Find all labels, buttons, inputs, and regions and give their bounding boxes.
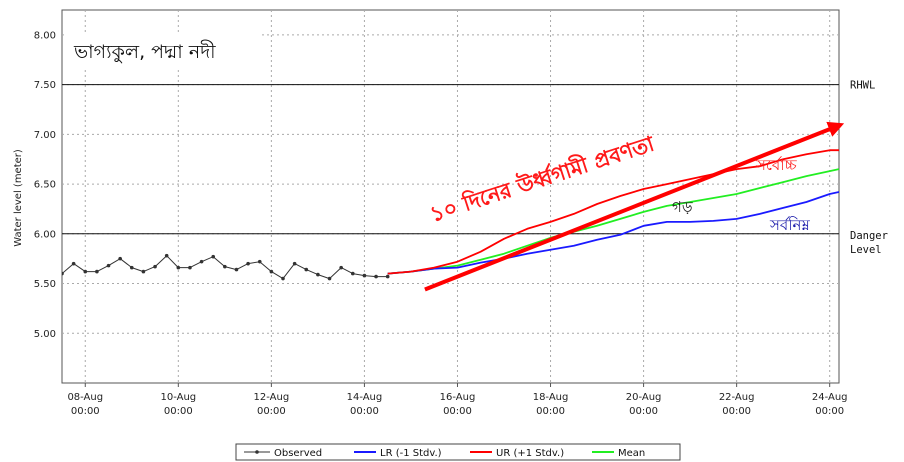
observed-point — [141, 269, 146, 274]
observed-point — [374, 274, 378, 279]
observed-point — [188, 265, 192, 270]
y-tick-label: 7.00 — [34, 130, 56, 141]
legend-item-lr: LR (-1 Stdv.) — [354, 448, 442, 459]
annotation-min: সর্বনিম্ন — [769, 216, 811, 234]
y-tick-label: 5.00 — [34, 329, 56, 340]
legend-item-ur: UR (+1 Stdv.) — [470, 448, 564, 459]
legend-label-observed: Observed — [274, 448, 322, 459]
legend-label-lr: LR (-1 Stdv.) — [380, 448, 442, 459]
x-tick-label-time: 00:00 — [722, 406, 751, 417]
observed-point — [153, 264, 157, 269]
observed-point — [292, 261, 297, 266]
trend-arrow — [424, 121, 845, 292]
observed-point — [62, 271, 64, 276]
reference-line-label-word: Danger — [850, 230, 888, 242]
observed-point — [211, 254, 216, 259]
observed-point — [269, 269, 274, 274]
x-tick-label-date: 16-Aug — [440, 392, 476, 403]
observed-point — [129, 265, 134, 270]
axis-ticks: 5.00 5.50 6.00 6.50 7.00 7.50 8.00 08-Aug 00:00 1… — [34, 30, 848, 417]
x-tick-label-date: 14-Aug — [347, 392, 383, 403]
x-tick-label-date: 18-Aug — [533, 392, 569, 403]
observed-point — [95, 269, 99, 274]
annotation-mean: গড় — [672, 198, 693, 216]
legend-item-observed: Observed — [244, 448, 322, 459]
observed-point — [257, 259, 262, 264]
observed-marker-icon — [255, 450, 259, 454]
x-tick-label-date: 22-Aug — [719, 392, 755, 403]
observed-point — [327, 276, 332, 281]
legend-item-mean: Mean — [592, 448, 645, 459]
observed-point — [281, 276, 285, 281]
y-tick-label: 6.50 — [34, 180, 56, 191]
x-tick-label-date: 20-Aug — [626, 392, 662, 403]
observed-point — [362, 273, 367, 278]
y-tick-label: 5.50 — [34, 279, 56, 290]
observed-point — [350, 271, 355, 276]
x-tick-label-time: 00:00 — [443, 406, 472, 417]
series-group — [62, 149, 839, 281]
observed-point — [71, 261, 76, 266]
observed-point — [316, 272, 320, 277]
chart-title: ভাগ্যকুল, পদ্মা নদী — [73, 40, 216, 63]
series-line-mean — [387, 168, 839, 275]
observed-point — [234, 267, 239, 272]
legend: Observed LR (-1 Stdv.) UR (+1 Stdv.) Mea… — [235, 443, 681, 461]
title-box — [64, 33, 260, 67]
observed-point — [118, 256, 122, 261]
x-tick-label-time: 00:00 — [815, 406, 844, 417]
reference-line-label: RHWL — [850, 80, 875, 92]
x-tick-label-time: 00:00 — [536, 406, 565, 417]
observed-point — [106, 263, 111, 268]
y-tick-label: 7.50 — [34, 80, 56, 91]
observed-point — [246, 261, 250, 266]
y-axis-label: Water level (meter) — [13, 149, 24, 247]
x-tick-label-date: 10-Aug — [160, 392, 196, 403]
legend-box — [235, 443, 681, 461]
y-tick-label: 6.00 — [34, 229, 56, 240]
x-tick-label-date: 24-Aug — [812, 392, 848, 403]
reference-line-label-word: Level — [850, 244, 882, 256]
y-tick-label: 8.00 — [34, 30, 56, 41]
x-tick-label-date: 12-Aug — [254, 392, 290, 403]
x-tick-label-time: 00:00 — [629, 406, 658, 417]
annotation-max: সর্বোচ্চ — [755, 156, 798, 174]
observed-point — [164, 253, 169, 258]
observed-point — [199, 259, 204, 264]
x-tick-label-time: 00:00 — [257, 406, 286, 417]
observed-point — [176, 265, 181, 270]
series-line-ur-1-stdv — [387, 149, 839, 275]
plot-area — [61, 9, 840, 384]
x-tick-label-date: 08-Aug — [67, 392, 103, 403]
observed-point — [385, 274, 390, 279]
x-tick-label-time: 00:00 — [71, 406, 100, 417]
observed-point — [83, 269, 88, 274]
grid-lines — [62, 10, 839, 383]
observed-point — [223, 264, 227, 269]
x-tick-label-time: 00:00 — [350, 406, 379, 417]
observed-point — [304, 267, 309, 272]
x-tick-label-time: 00:00 — [164, 406, 193, 417]
legend-label-mean: Mean — [618, 448, 645, 459]
observed-point — [339, 265, 343, 270]
legend-label-ur: UR (+1 Stdv.) — [496, 448, 564, 459]
series-line-lr-1-stdv — [387, 191, 839, 275]
